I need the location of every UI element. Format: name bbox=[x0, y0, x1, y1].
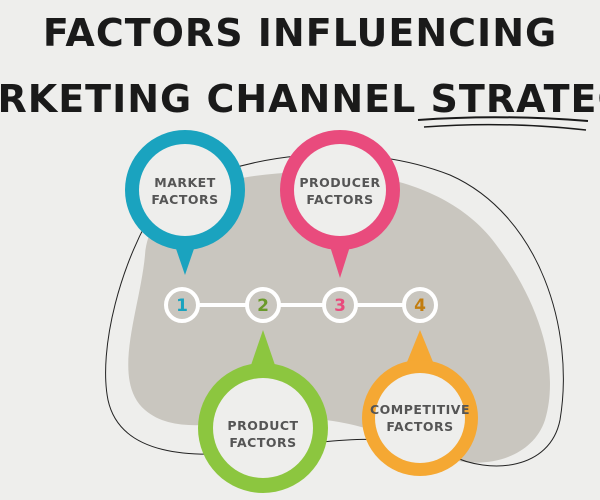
bubble-product-label-2: FACTORS bbox=[229, 435, 296, 450]
bubble-competitive-label-2: FACTORS bbox=[386, 419, 453, 434]
timeline-node-3: 3 bbox=[322, 287, 358, 323]
bubble-market-label-2: FACTORS bbox=[151, 192, 218, 207]
title-underline-2 bbox=[423, 123, 587, 131]
bubble-producer-inner bbox=[294, 144, 386, 236]
bubble-competitive-inner bbox=[375, 373, 465, 463]
bubble-product-pointer bbox=[250, 330, 276, 368]
step-number-1: 1 bbox=[176, 296, 188, 316]
bubble-market-label-1: MARKET bbox=[154, 175, 216, 190]
title-line-2: MARKETING CHANNEL STRATEGIE bbox=[0, 77, 600, 121]
bubble-producer-label-1: PRODUCER bbox=[299, 175, 380, 190]
title-underline bbox=[417, 116, 589, 122]
bubble-producer: PRODUCER FACTORS bbox=[280, 130, 400, 278]
step-number-2: 2 bbox=[257, 296, 269, 316]
bubble-market: MARKET FACTORS bbox=[125, 130, 245, 275]
bubble-product-inner bbox=[213, 378, 313, 478]
bubble-product: PRODUCT FACTORS bbox=[198, 330, 328, 493]
bubble-market-inner bbox=[139, 144, 231, 236]
timeline-node-1: 1 bbox=[164, 287, 200, 323]
timeline-node-2: 2 bbox=[245, 287, 281, 323]
step-number-4: 4 bbox=[414, 296, 426, 316]
bubble-product-label-1: PRODUCT bbox=[227, 418, 298, 433]
bubble-competitive-pointer bbox=[407, 330, 433, 362]
bubble-competitive: COMPETITIVE FACTORS bbox=[362, 330, 478, 476]
timeline-node-4: 4 bbox=[402, 287, 438, 323]
step-number-3: 3 bbox=[334, 296, 346, 316]
title-line-1: FACTORS INFLUENCING bbox=[43, 11, 557, 55]
bubble-competitive-label-1: COMPETITIVE bbox=[370, 402, 470, 417]
bubble-producer-label-2: FACTORS bbox=[306, 192, 373, 207]
